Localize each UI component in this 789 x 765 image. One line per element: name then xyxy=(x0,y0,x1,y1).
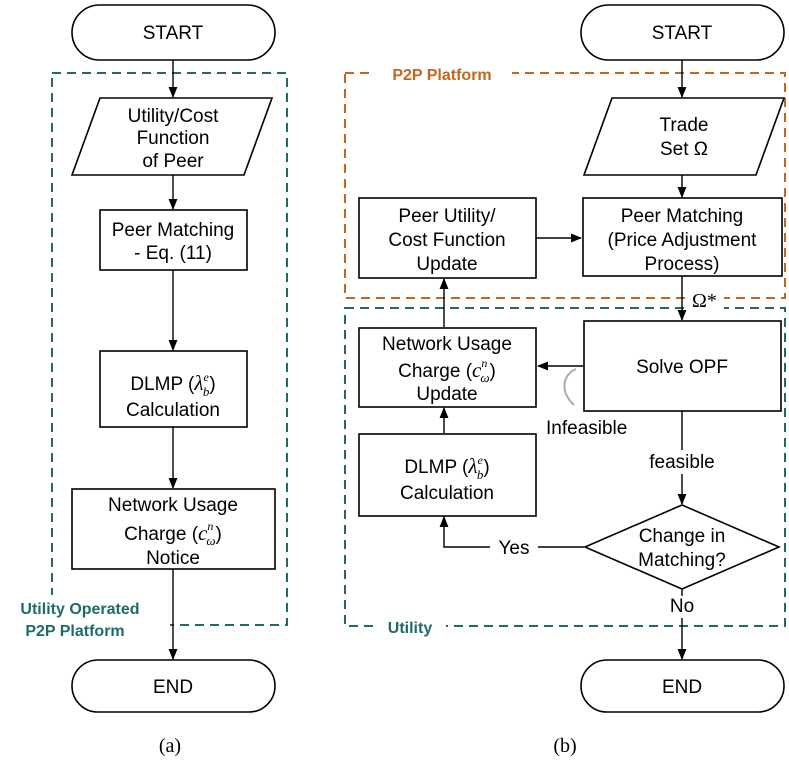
infeasible-callout xyxy=(563,368,577,406)
trade-set-line2: Set Ω xyxy=(660,139,708,160)
p2p-platform-label: P2P Platform xyxy=(392,67,491,84)
peer-utility-update-box xyxy=(358,197,537,279)
network-b-line3: Update xyxy=(416,384,477,405)
dlmp-b-line2: Calculation xyxy=(400,483,494,504)
peer-matching-a-line1: Peer Matching xyxy=(112,220,235,241)
dlmp-a-line2: Calculation xyxy=(126,400,220,421)
peer-utility-line3: Update xyxy=(416,254,477,275)
solve-opf-box xyxy=(583,320,782,412)
utility-input-line2: Function xyxy=(137,128,210,149)
yes-label-mask xyxy=(490,537,538,559)
peer-matching-b-line3: Process) xyxy=(645,254,720,275)
omega-star-label: Ω* xyxy=(692,290,717,312)
dlmp-box-a xyxy=(99,350,248,428)
group-label-mask xyxy=(0,595,170,643)
diagram-a: START Utility/Cost Function of Peer Peer… xyxy=(0,4,288,757)
network-charge-notice-box xyxy=(71,488,276,570)
utility-boundary xyxy=(344,307,786,627)
utility-label: Utility xyxy=(388,620,433,637)
group-label-a-line2: P2P Platform xyxy=(25,623,124,640)
decision-line2: Matching? xyxy=(638,550,726,571)
change-in-matching-decision xyxy=(582,504,782,590)
utility-input-line3: of Peer xyxy=(142,151,204,172)
peer-matching-box-b xyxy=(582,197,783,277)
p2p-label-mask xyxy=(372,63,512,85)
feasible-label-mask xyxy=(640,450,724,474)
peer-matching-box-a xyxy=(99,209,248,271)
end-terminal-b xyxy=(580,659,785,713)
feasible-label: feasible xyxy=(649,452,715,473)
dlmp-box-b xyxy=(358,433,537,517)
start-terminal-a xyxy=(71,4,276,61)
end-label-b: END xyxy=(662,677,702,698)
network-charge-update-box xyxy=(358,327,537,408)
end-label-a: END xyxy=(153,677,193,698)
caption-b: (b) xyxy=(553,735,576,757)
utility-input-line1: Utility/Cost xyxy=(128,106,220,127)
infeasible-label: Infeasible xyxy=(546,418,627,439)
omega-star-mask xyxy=(688,289,724,311)
network-b-line1: Network Usage xyxy=(382,334,512,355)
decision-line1: Change in xyxy=(639,526,726,547)
network-a-line1: Network Usage xyxy=(108,495,238,516)
peer-utility-line2: Cost Function xyxy=(388,230,505,251)
utility-cost-input xyxy=(70,97,274,176)
p2p-platform-boundary xyxy=(344,72,786,299)
peer-utility-line1: Peer Utility/ xyxy=(398,206,496,227)
peer-matching-a-line2: - Eq. (11) xyxy=(134,243,212,264)
peer-matching-b-line1: Peer Matching xyxy=(621,206,744,227)
no-label-mask xyxy=(664,596,700,618)
yes-label: Yes xyxy=(499,538,530,559)
peer-matching-b-line2: (Price Adjustment xyxy=(608,230,758,251)
trade-set-line1: Trade xyxy=(660,115,709,136)
solve-opf-label: Solve OPF xyxy=(636,357,728,378)
no-label: No xyxy=(670,596,694,617)
end-terminal-a xyxy=(71,659,276,713)
network-a-line3: Notice xyxy=(146,548,200,569)
group-label-a-line1: Utility Operated xyxy=(20,601,139,618)
diagram-b: P2P Platform Utility START Trade Set Ω P… xyxy=(344,4,786,757)
start-label-a: START xyxy=(143,23,204,44)
trade-set-input xyxy=(582,97,786,176)
start-terminal-b xyxy=(580,4,785,61)
utility-label-mask xyxy=(374,617,446,637)
caption-a: (a) xyxy=(159,735,181,757)
start-label-b: START xyxy=(652,23,713,44)
